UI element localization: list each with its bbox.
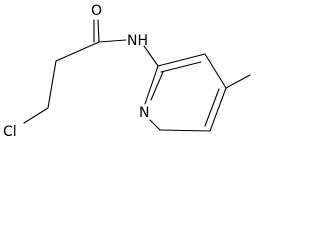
- ring-bond-n-c2-double: [150, 71, 164, 101]
- ring-bond-c2-c3: [157, 53, 206, 67]
- bond-c2-carbonyl: [55, 41, 100, 62]
- atom-ring-nitrogen: N: [139, 105, 149, 121]
- ring-bond-n-c2: [144, 65, 159, 105]
- bond-c1-c2: [47, 60, 57, 109]
- bond-methyl: [225, 74, 251, 89]
- ring-bond-c4-c5: [209, 87, 227, 132]
- ring-bond-c3-c4: [204, 53, 227, 89]
- bond-carbonyl-nh: [98, 39, 127, 43]
- bond-cl-c1: [23, 107, 49, 124]
- bond-carbonyl-oxygen: [97, 19, 100, 43]
- chemical-structure: O NH N Cl: [3, 3, 251, 140]
- atom-chlorine: Cl: [3, 124, 17, 140]
- ring-bond-c4-c5-double: [204, 88, 220, 127]
- atom-oxygen: O: [91, 3, 102, 19]
- ring-bond-c6-n: [149, 119, 161, 131]
- ring-bond-c5-c6: [159, 129, 211, 132]
- ring-bond-c2-c3-double: [160, 61, 202, 73]
- bond-nh-ring: [143, 45, 159, 67]
- atom-amide-nh: NH: [127, 33, 148, 49]
